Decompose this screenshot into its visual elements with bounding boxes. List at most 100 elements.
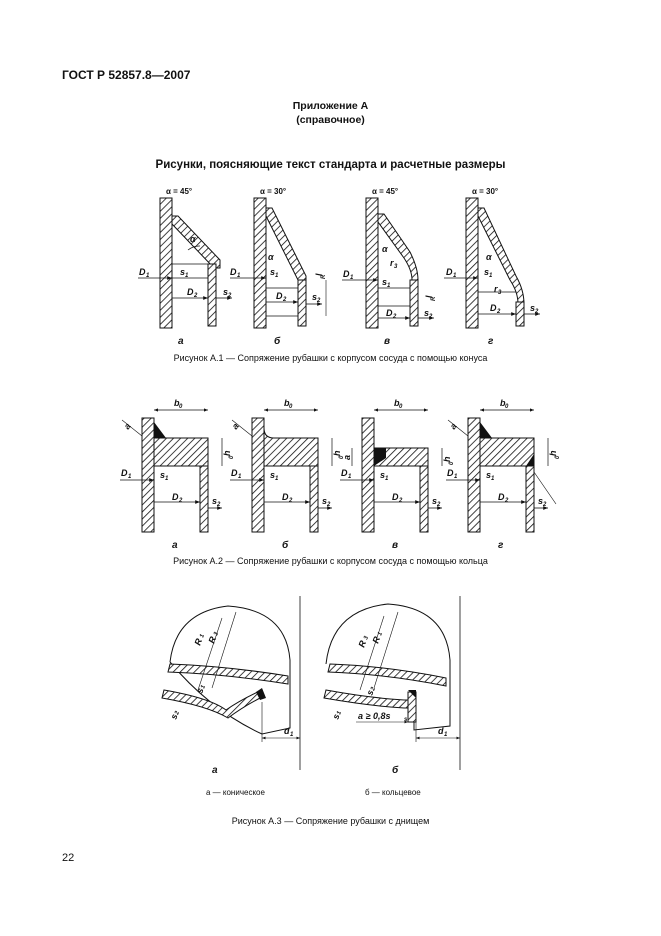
angle-label-v: α = 45°: [372, 187, 398, 196]
svg-text:1: 1: [237, 273, 241, 279]
svg-text:1: 1: [185, 273, 189, 279]
svg-text:R: R: [356, 639, 368, 649]
label-d1: D: [139, 267, 146, 277]
svg-text:s: s: [194, 687, 205, 695]
variant-letter-a3: а: [212, 765, 218, 776]
svg-text:s: s: [404, 717, 408, 723]
variant-letter-b2: б: [282, 539, 289, 551]
svg-text:D: D: [447, 468, 454, 478]
svg-text:h: h: [548, 450, 558, 456]
svg-text:D: D: [172, 492, 179, 502]
svg-text:s: s: [364, 689, 375, 697]
svg-text:D: D: [282, 492, 289, 502]
svg-text:2: 2: [174, 710, 181, 717]
svg-text:h: h: [222, 450, 232, 456]
svg-text:0: 0: [555, 455, 561, 459]
variant-letter-b3: б: [392, 764, 399, 776]
svg-text:2: 2: [542, 502, 547, 508]
svg-text:2: 2: [534, 309, 539, 315]
svg-text:s: s: [212, 496, 217, 506]
svg-text:1: 1: [385, 476, 389, 482]
label-s2: s: [223, 287, 228, 297]
svg-text:a: a: [230, 421, 241, 431]
svg-text:D: D: [230, 267, 237, 277]
svg-text:1: 1: [199, 633, 206, 639]
svg-text:0: 0: [179, 404, 183, 410]
figure-a3-caption: Рисунок А.3 — Сопряжение рубашки с днище…: [231, 816, 430, 826]
svg-text:α: α: [486, 252, 492, 262]
svg-text:D: D: [276, 291, 283, 301]
svg-text:0: 0: [229, 455, 235, 459]
svg-text:D: D: [490, 303, 497, 313]
svg-text:D: D: [392, 492, 399, 502]
svg-text:R: R: [192, 637, 204, 647]
svg-text:1: 1: [444, 732, 448, 738]
annex-subtitle: (справочное): [296, 114, 365, 126]
svg-text:1: 1: [275, 273, 279, 279]
svg-text:d: d: [438, 726, 444, 736]
svg-text:2: 2: [436, 502, 441, 508]
svg-text:a: a: [448, 421, 459, 431]
label-s1: s: [180, 267, 185, 277]
annex-title: Приложение А: [292, 100, 369, 112]
dimension-note-a: a ≥ 0,8s: [358, 711, 390, 721]
page-number: 22: [62, 852, 75, 864]
svg-text:2: 2: [316, 298, 321, 304]
section-title: Рисунки, поясняющие текст стандарта и ра…: [155, 159, 506, 171]
svg-text:s: s: [322, 496, 327, 506]
svg-text:s: s: [168, 713, 179, 721]
svg-text:D: D: [231, 468, 238, 478]
svg-text:s: s: [330, 713, 341, 721]
svg-text:1: 1: [491, 476, 495, 482]
svg-text:s: s: [432, 496, 437, 506]
svg-text:r: r: [390, 258, 394, 268]
variant-letter-a: а: [178, 336, 184, 347]
svg-text:2: 2: [326, 502, 331, 508]
svg-text:b: b: [284, 398, 290, 408]
svg-text:s: s: [380, 470, 385, 480]
angle-label-a: α = 45°: [166, 187, 192, 196]
svg-text:s: s: [270, 470, 275, 480]
svg-text:2: 2: [398, 498, 403, 504]
variant-letter-g: г: [488, 336, 494, 347]
svg-text:h: h: [332, 450, 342, 456]
svg-text:R: R: [431, 296, 437, 301]
label-alpha: α: [190, 234, 196, 244]
svg-text:2: 2: [282, 297, 287, 303]
svg-text:2: 2: [178, 498, 183, 504]
document-code: ГОСТ Р 52857.8—2007: [62, 68, 191, 82]
svg-text:b: b: [500, 398, 506, 408]
svg-text:R: R: [370, 635, 382, 645]
svg-text:3: 3: [213, 631, 220, 637]
variant-letter-g2: г: [498, 540, 504, 551]
svg-text:1: 1: [350, 275, 354, 281]
svg-text:D: D: [498, 492, 505, 502]
svg-text:1: 1: [275, 476, 279, 482]
svg-text:2: 2: [216, 502, 221, 508]
svg-text:0: 0: [289, 404, 293, 410]
svg-text:s: s: [312, 292, 317, 302]
figure-a2-caption: Рисунок А.2 — Сопряжение рубашки с корпу…: [173, 556, 488, 566]
svg-text:2: 2: [504, 498, 509, 504]
svg-text:0: 0: [399, 404, 403, 410]
svg-text:l: l: [314, 273, 324, 276]
svg-text:s: s: [486, 470, 491, 480]
svg-text:3: 3: [394, 264, 398, 270]
svg-text:2: 2: [392, 314, 397, 320]
variant-letter-v: в: [384, 336, 390, 347]
svg-text:1: 1: [146, 273, 150, 279]
label-d2: D: [187, 287, 194, 297]
svg-text:1: 1: [377, 631, 384, 637]
svg-text:r: r: [494, 284, 498, 294]
svg-text:0: 0: [505, 404, 509, 410]
svg-text:b: b: [174, 398, 180, 408]
svg-text:1: 1: [238, 474, 242, 480]
svg-text:h: h: [442, 456, 452, 462]
